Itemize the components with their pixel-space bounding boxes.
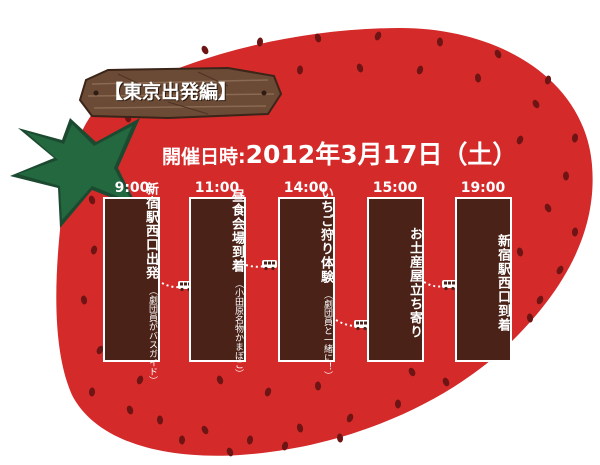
strawberry-seed xyxy=(346,413,354,423)
event-date-label: 開催日時: xyxy=(162,146,246,168)
stop-name: お土産屋立ち寄り xyxy=(407,227,422,339)
strawberry-seed xyxy=(442,377,450,387)
stop-note: （劇団員と一緒に！） xyxy=(322,290,332,380)
strawberry-seed xyxy=(281,441,289,451)
strawberry-seed xyxy=(90,245,98,255)
strawberry-seed xyxy=(516,247,524,257)
route-connectors xyxy=(161,260,457,331)
strawberry-seed xyxy=(395,399,401,409)
schedule-card-text: いちご狩り体験 （劇団員と一緒に！） xyxy=(280,186,333,380)
strawberry-seed xyxy=(536,295,544,305)
connector-3 xyxy=(335,319,369,331)
schedule-time: 19:00 xyxy=(460,180,506,196)
schedule-time: 15:00 xyxy=(372,180,418,196)
stop-note: （小田原名物かまぼこ） xyxy=(233,278,243,378)
schedule-card-text: 新宿駅西口出発 （劇団員がバスガイド） xyxy=(105,182,158,385)
stop-name: 昼食会場到着 xyxy=(229,188,244,273)
strawberry-seed xyxy=(296,423,304,433)
strawberry-seed xyxy=(436,37,444,47)
bus-icon xyxy=(354,320,369,331)
strawberry-seed xyxy=(544,203,552,213)
strawberry-seed xyxy=(201,425,209,435)
strawberry-seed xyxy=(494,49,502,59)
strawberry-seed xyxy=(256,37,264,47)
strawberry-seed xyxy=(516,135,524,145)
strawberry-seed xyxy=(571,133,579,143)
strawberry-seed xyxy=(556,265,564,275)
strawberry-seed xyxy=(356,63,364,73)
strawberry-seed xyxy=(156,415,164,425)
strawberry-seed xyxy=(178,435,186,445)
schedule-card: 新宿駅西口到着 xyxy=(455,197,512,362)
strawberry-seed xyxy=(336,433,344,443)
strawberry-leaf-icon xyxy=(10,118,140,228)
schedule-card: 新宿駅西口出発 （劇団員がバスガイド） xyxy=(103,182,160,385)
schedule-time: 11:00 xyxy=(194,180,240,196)
strawberry-seed xyxy=(126,405,134,415)
strawberry-seed xyxy=(226,447,234,457)
strawberry-seed xyxy=(532,99,540,109)
bus-icon xyxy=(262,260,277,271)
schedule-card-text: 新宿駅西口到着 xyxy=(457,209,510,357)
stop-name: いちご狩り体験 xyxy=(318,186,333,284)
event-date: 開催日時:2012年3月17日（土） xyxy=(162,138,517,172)
strawberry-seed xyxy=(88,195,96,205)
section-badge: 【東京出発編】 xyxy=(104,81,238,103)
stop-name: 新宿駅西口出発 xyxy=(143,181,158,280)
schedule-card: いちご狩り体験 （劇団員と一緒に！） xyxy=(278,186,335,380)
connector-4 xyxy=(423,280,457,291)
schedule-card-text: お土産屋立ち寄り xyxy=(369,209,422,357)
stop-name: 新宿駅西口到着 xyxy=(495,234,510,332)
strawberry-seeds xyxy=(80,31,579,457)
stop-note: （劇団員がバスガイド） xyxy=(147,285,157,385)
strawberry-seed xyxy=(296,65,304,75)
strawberry-seed xyxy=(571,227,579,237)
strawberry-seed xyxy=(562,171,570,181)
strawberry-seed xyxy=(216,375,224,385)
schedule-card: お土産屋立ち寄り xyxy=(367,197,424,362)
strawberry-seed xyxy=(374,31,382,41)
strawberry-seed xyxy=(416,65,424,75)
schedule-time: 14:00 xyxy=(283,180,329,196)
strawberry-seed xyxy=(474,73,482,83)
strawberry-seed xyxy=(246,435,254,445)
strawberry-seed xyxy=(544,75,552,85)
wooden-sign xyxy=(78,66,283,120)
strawberry-seed xyxy=(314,381,322,391)
strawberry-seed xyxy=(80,295,88,305)
event-date-value: 2012年3月17日（土） xyxy=(245,140,518,169)
strawberry-seed xyxy=(408,367,416,377)
strawberry-seed xyxy=(526,313,534,323)
strawberry-seed xyxy=(314,33,322,43)
strawberry-seed xyxy=(264,387,272,397)
schedule-card: 昼食会場到着 （小田原名物かまぼこ） xyxy=(189,189,246,378)
strawberry-seed xyxy=(88,387,96,397)
bus-icon xyxy=(442,280,457,291)
connector-2 xyxy=(245,260,277,271)
schedule-card-text: 昼食会場到着 （小田原名物かまぼこ） xyxy=(191,189,244,378)
schedule-time: 9:00 xyxy=(114,180,150,196)
strawberry-seed xyxy=(136,375,144,385)
strawberry-seed xyxy=(96,345,104,355)
strawberry-seed xyxy=(201,45,209,55)
